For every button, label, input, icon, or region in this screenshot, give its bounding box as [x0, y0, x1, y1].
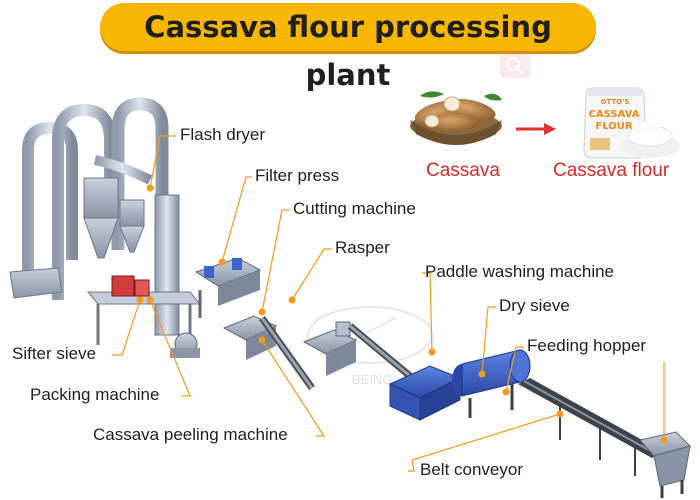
watermark-text: BEING [352, 372, 392, 387]
title-banner [100, 3, 596, 51]
leader-dots [136, 184, 668, 444]
incline-conveyors [259, 315, 413, 391]
dry-sieve-drum [452, 349, 531, 418]
label-sifter-sieve: Sifter sieve [12, 344, 97, 363]
filter-press-machine [194, 257, 262, 318]
page-title: Cassava flour processing plant [144, 10, 552, 92]
label-feeding-hopper: Feeding hopper [527, 336, 647, 355]
label-flash-dryer: Flash dryer [180, 125, 266, 144]
label-packing-machine: Packing machine [30, 385, 160, 404]
flash-dryer-tower [9, 97, 202, 358]
cassava-basket-image [410, 91, 502, 145]
paddle-washing-machine [388, 365, 462, 421]
label-dry-sieve: Dry sieve [499, 296, 570, 315]
leader-lines [112, 135, 665, 472]
rasper-machine [302, 321, 358, 376]
bag-title-line2: FLOUR [595, 121, 632, 132]
cassava-label: Cassava [426, 160, 500, 181]
cassava-flour-label: Cassava flour [553, 160, 670, 181]
label-filter-press: Filter press [255, 166, 340, 185]
label-cassava-peeling-machine: Cassava peeling machine [93, 425, 288, 444]
label-cutting-machine: Cutting machine [293, 199, 416, 218]
arrow-icon [516, 123, 556, 135]
belt-conveyor [518, 378, 664, 476]
bag-title-line1: CASSAVA [589, 109, 640, 120]
flour-bag-image: OTTO'S CASSAVA FLOUR [583, 87, 680, 159]
label-belt-conveyor: Belt conveyor [420, 460, 523, 479]
bag-brand-text: OTTO'S [601, 98, 630, 106]
label-paddle-washing-machine: Paddle washing machine [425, 262, 615, 281]
label-rasper: Rasper [335, 238, 390, 257]
